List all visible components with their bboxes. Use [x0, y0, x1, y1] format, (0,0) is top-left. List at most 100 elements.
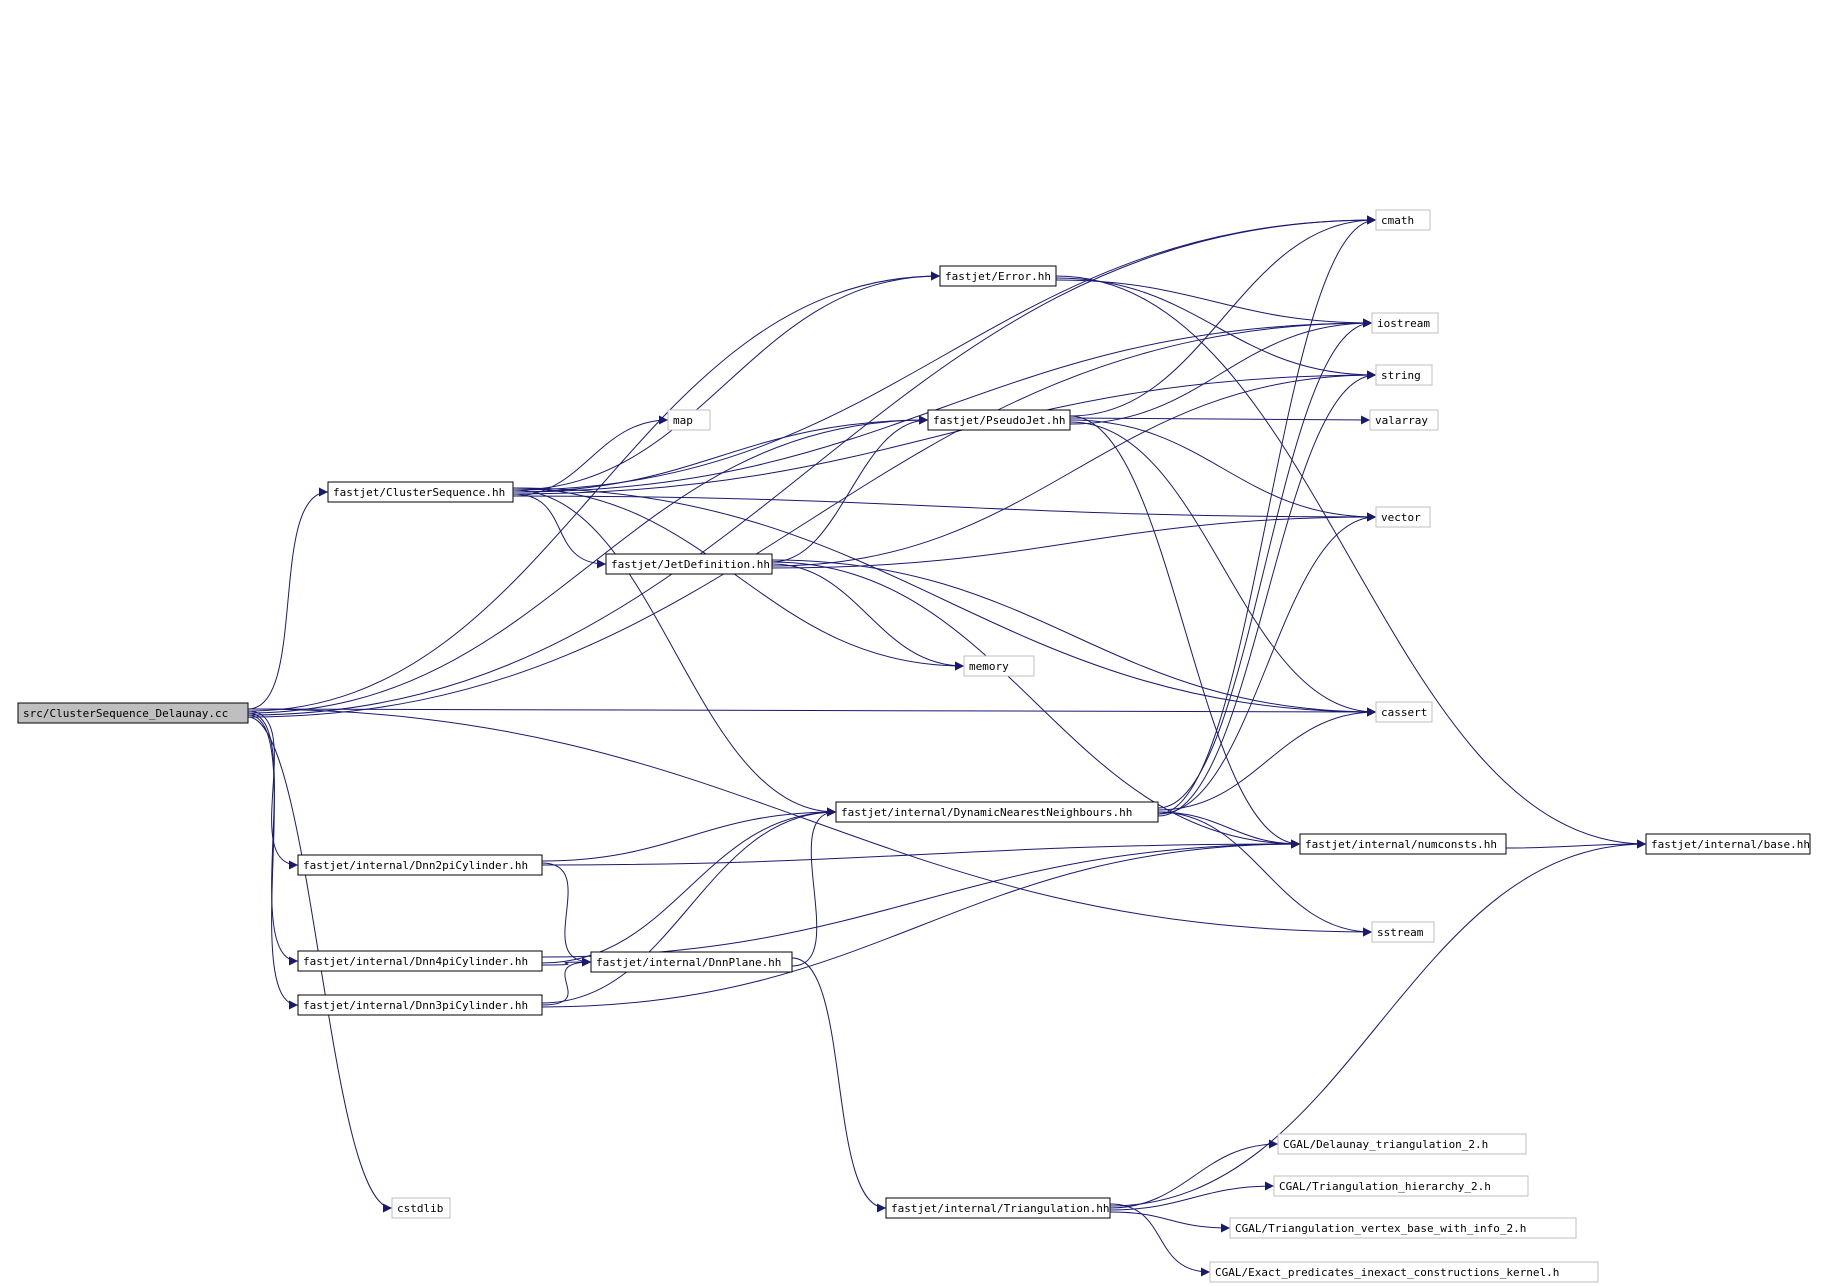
- node-pseudojet[interactable]: fastjet/PseudoJet.hh: [927, 409, 1071, 431]
- node-valarray: valarray: [1369, 409, 1439, 431]
- edge-error-to-iostream: [1055, 279, 1373, 328]
- node-box: [391, 1197, 451, 1219]
- node-box: [1369, 409, 1439, 431]
- edge-root-to-error: [247, 271, 941, 712]
- node-dnn4pi[interactable]: fastjet/internal/Dnn4piCylinder.hh: [297, 950, 543, 972]
- node-box: [1209, 1261, 1599, 1283]
- node-label: fastjet/internal/DynamicNearestNeighbour…: [841, 806, 1132, 819]
- node-box: [327, 481, 514, 503]
- node-box: [1645, 833, 1811, 855]
- node-layer: src/ClusterSequence_Delaunay.cc fastjet/C…: [17, 209, 1811, 1283]
- node-map: map: [667, 409, 711, 431]
- edge-pseudojet-to-vector: [1069, 419, 1377, 522]
- node-label: fastjet/JetDefinition.hh: [611, 558, 770, 571]
- edge-cs-to-cassert: [512, 487, 1377, 717]
- node-box: [963, 655, 1035, 677]
- edge-dnn3pi-to-dnn: [541, 807, 837, 1004]
- node-numconsts[interactable]: fastjet/internal/numconsts.hh: [1299, 833, 1507, 855]
- edge-jetdef-to-cassert: [771, 559, 1377, 717]
- node-label: CGAL/Triangulation_vertex_base_with_info…: [1235, 1222, 1526, 1235]
- edge-pseudojet-to-valarray: [1069, 415, 1371, 425]
- node-label: fastjet/internal/Dnn3piCylinder.hh: [303, 999, 528, 1012]
- edge-dnn-to-sstream: [1157, 811, 1373, 937]
- edge-dnnplane-to-triang: [791, 957, 887, 1213]
- edge-dnn2pi-to-numconsts: [541, 839, 1301, 866]
- node-box: [1273, 1175, 1529, 1197]
- node-label: fastjet/internal/Dnn2piCylinder.hh: [303, 859, 528, 872]
- node-label: valarray: [1375, 414, 1428, 427]
- edge-jetdef-to-memory: [771, 563, 965, 671]
- edge-dnn2pi-to-dnn: [541, 807, 837, 862]
- edge-root-to-cassert: [247, 707, 1377, 717]
- node-label: fastjet/ClusterSequence.hh: [333, 486, 505, 499]
- edge-cs-to-vector: [512, 495, 1377, 522]
- node-box: [1229, 1217, 1577, 1239]
- edge-dnn4pi-to-dnn: [541, 807, 837, 964]
- node-box: [835, 801, 1159, 823]
- edge-pseudojet-to-numconsts: [1069, 415, 1301, 849]
- edge-triang-to-cgal_vb: [1109, 1211, 1231, 1233]
- edge-cs-to-pseudojet: [512, 415, 929, 493]
- node-root[interactable]: src/ClusterSequence_Delaunay.cc: [17, 702, 249, 724]
- edge-cs-to-jetdef: [512, 493, 607, 569]
- edge-dnn4pi-to-dnnplane: [541, 957, 592, 967]
- node-label: string: [1381, 369, 1421, 382]
- node-box: [885, 1197, 1111, 1219]
- node-box: [927, 409, 1071, 431]
- node-label: fastjet/PseudoJet.hh: [933, 414, 1065, 427]
- node-box: [1371, 312, 1439, 334]
- node-dnn2pi[interactable]: fastjet/internal/Dnn2piCylinder.hh: [297, 854, 543, 876]
- edge-pseudojet-to-cmath: [1069, 215, 1377, 417]
- node-dnnplane[interactable]: fastjet/internal/DnnPlane.hh: [590, 951, 793, 973]
- node-jetdef[interactable]: fastjet/JetDefinition.hh: [605, 553, 773, 575]
- edge-jetdef-to-numconsts: [771, 561, 1301, 849]
- node-cgal_hier: CGAL/Triangulation_hierarchy_2.h: [1273, 1175, 1529, 1197]
- node-box: [1375, 506, 1431, 528]
- node-box: [297, 994, 543, 1016]
- node-label: cstdlib: [397, 1202, 443, 1215]
- edge-pseudojet-to-cassert: [1069, 421, 1377, 717]
- node-label: map: [673, 414, 693, 427]
- edge-numconsts-to-base: [1505, 839, 1647, 849]
- edge-dnn-to-numconsts: [1157, 811, 1301, 849]
- edge-dnn-to-string: [1157, 370, 1377, 817]
- node-label: vector: [1381, 511, 1421, 524]
- node-box: [297, 950, 543, 972]
- node-dnn3pi[interactable]: fastjet/internal/Dnn3piCylinder.hh: [297, 994, 543, 1016]
- edge-dnn3pi-to-dnnplane: [541, 957, 592, 1006]
- node-cgal_del: CGAL/Delaunay_triangulation_2.h: [1277, 1133, 1527, 1155]
- node-memory: memory: [963, 655, 1035, 677]
- edge-root-to-dnn4pi: [247, 712, 299, 966]
- edge-triang-to-cgal_kern: [1109, 1203, 1211, 1277]
- node-label: memory: [969, 660, 1009, 673]
- edge-triang-to-cgal_del: [1109, 1139, 1279, 1209]
- edge-root-to-pseudojet: [247, 415, 929, 714]
- node-cassert: cassert: [1375, 701, 1433, 723]
- node-iostream: iostream: [1371, 312, 1439, 334]
- node-label: src/ClusterSequence_Delaunay.cc: [23, 707, 228, 720]
- node-error[interactable]: fastjet/Error.hh: [939, 265, 1057, 287]
- node-box: [667, 409, 711, 431]
- node-base[interactable]: fastjet/internal/base.hh: [1645, 833, 1811, 855]
- edge-root-to-cs: [247, 487, 329, 710]
- edge-dnn2pi-to-dnnplane: [541, 862, 592, 967]
- edge-dnn-to-cassert: [1157, 707, 1377, 811]
- node-box: [17, 702, 249, 724]
- edge-triang-to-base: [1109, 839, 1647, 1207]
- node-label: CGAL/Exact_predicates_inexact_constructi…: [1215, 1266, 1559, 1279]
- edge-dnnplane-to-dnn: [791, 807, 837, 967]
- node-label: fastjet/Error.hh: [945, 270, 1051, 283]
- node-string: string: [1375, 364, 1433, 386]
- node-box: [1375, 701, 1433, 723]
- node-triang[interactable]: fastjet/internal/Triangulation.hh: [885, 1197, 1111, 1219]
- node-box: [590, 951, 793, 973]
- node-sstream: sstream: [1371, 921, 1435, 943]
- node-cs[interactable]: fastjet/ClusterSequence.hh: [327, 481, 514, 503]
- node-box: [1299, 833, 1507, 855]
- node-box: [297, 854, 543, 876]
- edge-jetdef-to-vector: [771, 512, 1377, 569]
- node-dnn[interactable]: fastjet/internal/DynamicNearestNeighbour…: [835, 801, 1159, 823]
- node-label: sstream: [1377, 926, 1424, 939]
- node-vector: vector: [1375, 506, 1431, 528]
